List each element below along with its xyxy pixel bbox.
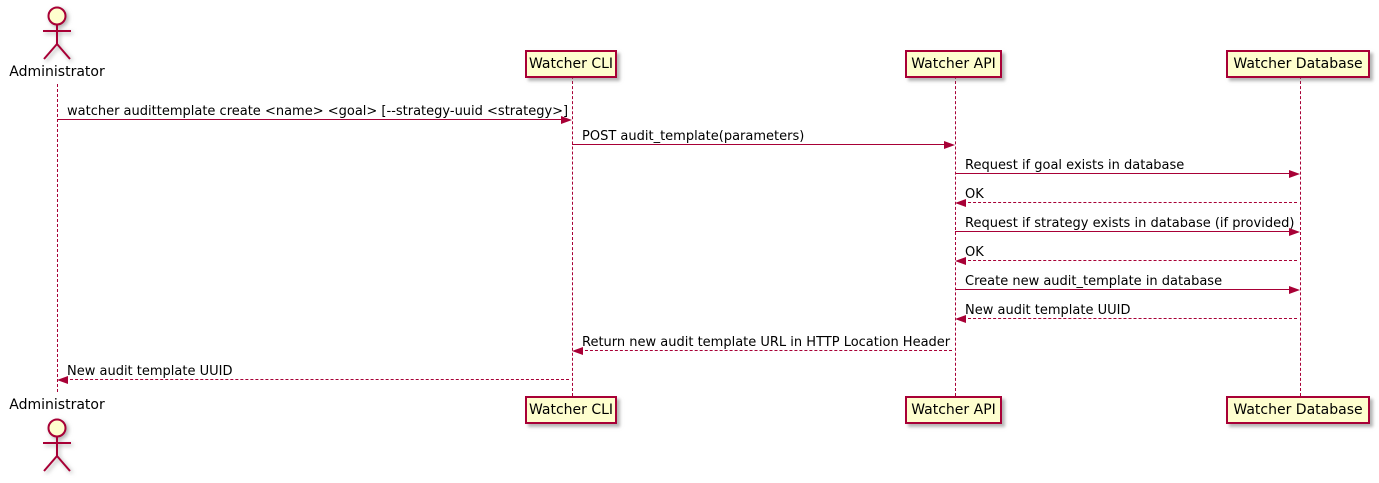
participant-watcher-api-top: Watcher API <box>905 50 1002 78</box>
message-label: Request if strategy exists in database (… <box>965 216 1295 231</box>
arrowhead-left-icon <box>955 257 966 265</box>
message: New audit template UUID <box>955 301 1300 323</box>
arrowhead-left-icon <box>57 376 68 384</box>
actor-label-bottom: Administrator <box>9 397 105 413</box>
lifeline-watcher-cli <box>571 76 573 396</box>
lifeline-watcher-api <box>954 76 956 396</box>
message-line-dashed <box>958 202 1297 203</box>
participant-watcher-api-bottom: Watcher API <box>905 396 1002 424</box>
message-line-solid <box>572 144 952 145</box>
message-label: OK <box>965 245 984 260</box>
message-label: New audit template UUID <box>67 364 233 379</box>
message-label: OK <box>965 187 984 202</box>
message-line-dashed <box>958 260 1297 261</box>
message: POST audit_template(parameters) <box>572 127 955 149</box>
message-line-dashed <box>60 379 569 380</box>
message: Return new audit template URL in HTTP Lo… <box>572 333 955 355</box>
message: OK <box>955 185 1300 207</box>
participant-watcher-database-top: Watcher Database <box>1226 50 1370 78</box>
lifeline-watcher-database <box>1299 76 1301 396</box>
message: watcher audittemplate create <name> <goa… <box>57 102 572 124</box>
arrowhead-right-icon <box>1289 228 1300 236</box>
actor-icon <box>43 418 71 472</box>
arrowhead-left-icon <box>572 347 583 355</box>
message-line-solid <box>955 231 1297 232</box>
message-label: Return new audit template URL in HTTP Lo… <box>582 335 951 350</box>
message-label: New audit template UUID <box>965 303 1131 318</box>
message: New audit template UUID <box>57 362 572 384</box>
arrowhead-right-icon <box>1289 170 1300 178</box>
participant-watcher-cli-top: Watcher CLI <box>525 50 617 78</box>
message-line-solid <box>955 289 1297 290</box>
message-line-dashed <box>958 318 1297 319</box>
lifeline-administrator <box>56 84 58 392</box>
participant-watcher-database-bottom: Watcher Database <box>1226 396 1370 424</box>
participant-watcher-cli-bottom: Watcher CLI <box>525 396 617 424</box>
message-line-solid <box>57 119 569 120</box>
message: Request if strategy exists in database (… <box>955 214 1300 236</box>
message-label: Request if goal exists in database <box>965 158 1185 173</box>
message-label: Create new audit_template in database <box>965 274 1223 289</box>
message: Request if goal exists in database <box>955 156 1300 178</box>
arrowhead-right-icon <box>1289 286 1300 294</box>
message: Create new audit_template in database <box>955 272 1300 294</box>
arrowhead-right-icon <box>944 141 955 149</box>
message: OK <box>955 243 1300 265</box>
message-label: POST audit_template(parameters) <box>582 129 805 144</box>
message-label: watcher audittemplate create <name> <goa… <box>67 104 569 119</box>
arrowhead-left-icon <box>955 315 966 323</box>
arrowhead-right-icon <box>561 116 572 124</box>
message-line-dashed <box>575 350 952 351</box>
arrowhead-left-icon <box>955 199 966 207</box>
message-line-solid <box>955 173 1297 174</box>
actor-label-top: Administrator <box>9 64 105 80</box>
actor-icon <box>43 6 71 60</box>
